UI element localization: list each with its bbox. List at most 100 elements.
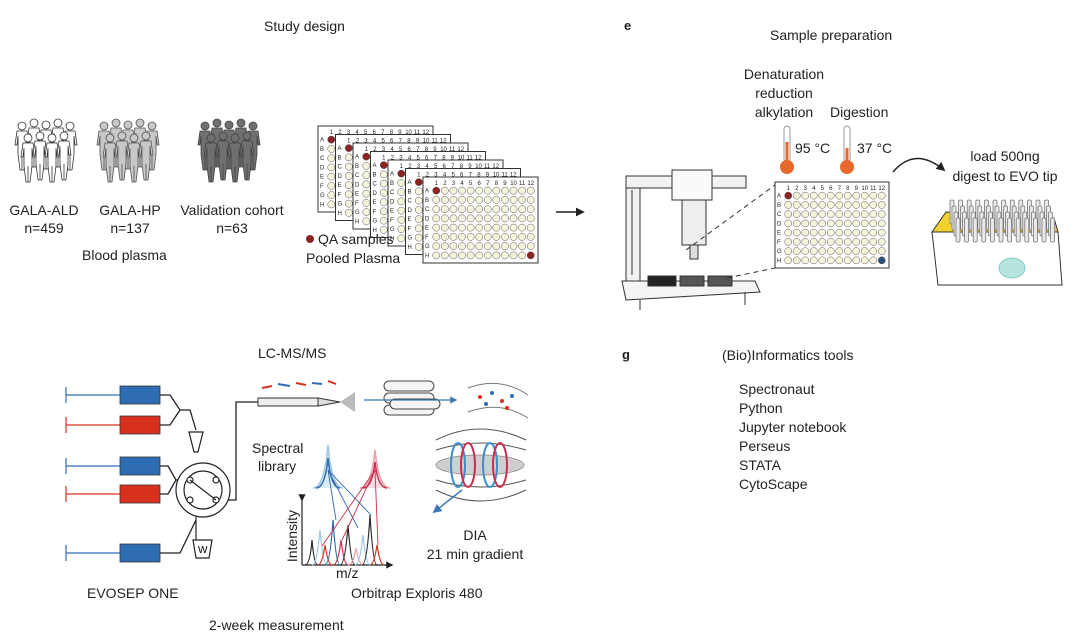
plate-well (826, 191, 835, 200)
plate-well (869, 191, 878, 200)
plate-well (843, 201, 852, 209)
liquid-handler-robot (621, 169, 761, 310)
plate-well (441, 214, 449, 223)
plate-col-label: 1 (382, 156, 386, 162)
plate-row-label: F (408, 226, 412, 232)
plate-col-label: 2 (391, 156, 395, 162)
plate-col-label: 11 (467, 156, 474, 162)
cohort-n-validation: n=63 (216, 220, 248, 236)
plate-well (483, 251, 492, 260)
plate-col-label: 7 (434, 156, 438, 162)
plate-col-label: 9 (503, 181, 507, 187)
plate-row-label: B (355, 164, 359, 170)
plate-row-label: A (338, 146, 342, 152)
ion-cloud (467, 382, 529, 419)
plate-row-label: D (320, 165, 325, 171)
plate-well (792, 228, 801, 237)
plate-col-label: 6 (408, 147, 412, 153)
plate-well (466, 214, 475, 223)
plate-well (432, 186, 441, 195)
evotip (955, 217, 961, 243)
step1-line1: Denaturation (743, 66, 825, 82)
plate-well (860, 238, 869, 246)
plate-col-label: 1 (787, 186, 791, 192)
plate-row-label: B (408, 189, 412, 195)
qa-legend-label: QA samples (318, 231, 394, 247)
plate-well (492, 233, 501, 241)
plate-well (509, 196, 518, 204)
plate-well (397, 169, 406, 178)
plate-well (869, 210, 878, 218)
step2-label: Digestion (830, 104, 889, 120)
evosep-valve (175, 431, 231, 559)
plate-well (327, 163, 336, 172)
tool-item: Spectronaut (739, 381, 815, 397)
plate-well (509, 251, 518, 260)
plate-col-label: 10 (510, 181, 517, 187)
plate-row-label: C (355, 173, 360, 179)
spectrum-peaks (304, 514, 385, 566)
plate-well (397, 234, 406, 243)
plate-col-label: 5 (381, 139, 385, 145)
cohort-gala-hp-figures (96, 118, 160, 183)
plate-well (509, 205, 518, 213)
evotip (964, 217, 969, 243)
plate-well (801, 228, 810, 237)
plate-col-label: 11 (484, 164, 491, 170)
plate-col-label: 10 (475, 164, 482, 170)
load-line1: load 500ng (970, 148, 1040, 164)
orbitrap-icon (435, 428, 527, 502)
plate-col-label: 5 (821, 186, 825, 192)
cohort-gala-ald-figures (14, 118, 78, 183)
plate-well (414, 178, 423, 186)
evotip (1007, 217, 1012, 243)
plate-well (792, 247, 801, 255)
plate-col-label: 12 (878, 186, 885, 192)
plate-well (327, 182, 336, 190)
evotip (981, 217, 987, 243)
plate-col-label: 6 (478, 181, 482, 187)
plate-col-label: 4 (425, 164, 429, 170)
plate-well (414, 187, 423, 196)
plate-well (475, 233, 484, 241)
plate-col-label: 2 (373, 147, 377, 153)
plate-well (492, 196, 501, 204)
plate-row-label: B (390, 181, 394, 187)
plate-row-label: H (373, 228, 377, 234)
plate-row-label: G (390, 227, 395, 233)
plate-col-label: 11 (449, 147, 456, 153)
plate-well (432, 214, 441, 223)
plate-well (826, 247, 835, 255)
plate-row-label: A (320, 138, 324, 144)
evotip (1041, 217, 1047, 243)
plate-col-label: 7 (838, 186, 842, 192)
plate-col-label: 3 (364, 139, 368, 145)
plate-well (492, 214, 501, 223)
plate-well (327, 172, 336, 181)
pooled-legend-label: Pooled Plasma (306, 250, 401, 266)
plate-row-label: C (408, 199, 413, 205)
plate-col-label: 12 (527, 181, 534, 187)
plate-well (458, 205, 466, 213)
library-match-lines (321, 469, 379, 547)
plate-row-label: A (777, 194, 781, 200)
plate-col-label: 5 (469, 181, 473, 187)
plate-col-label: 1 (400, 164, 404, 170)
cohort-n-gala-ald: n=459 (24, 220, 64, 236)
plate-well (852, 210, 861, 218)
plate-well (449, 186, 458, 195)
plate-well (414, 233, 423, 242)
plate-col-label: 11 (502, 173, 509, 179)
plate-col-label: 12 (440, 139, 447, 145)
library-label-1: Spectral (252, 440, 304, 456)
plate-well (809, 247, 818, 255)
plate-well (784, 247, 793, 255)
plate-col-label: 8 (846, 186, 850, 192)
plate-col-label: 2 (426, 173, 430, 179)
plate-col-label: 9 (486, 173, 490, 179)
plate-well (835, 228, 844, 237)
plate-well (483, 214, 492, 223)
plate-well (526, 233, 535, 241)
plate-well (860, 256, 869, 265)
